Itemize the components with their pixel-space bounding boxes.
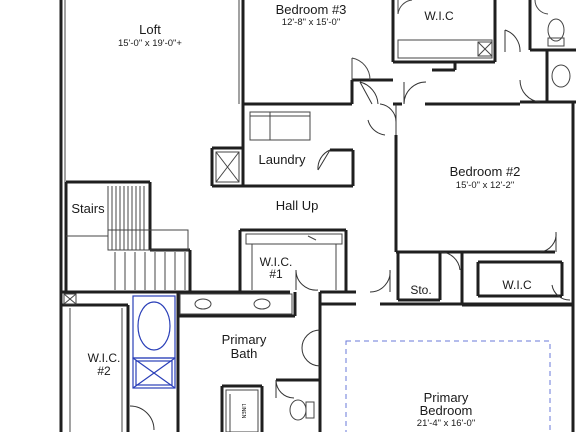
doors <box>129 29 571 431</box>
tray-ceiling-outline <box>345 340 551 432</box>
sto-name: Sto. <box>410 283 431 297</box>
tub-and-shower <box>132 295 176 389</box>
room-labels: Loft 15'-0" x 19'-0"+ Bedroom #3 12'-8" … <box>71 2 532 429</box>
loft-name: Loft <box>139 22 161 37</box>
details <box>63 0 571 432</box>
bedroom3-dims: 12'-8" x 15'-0" <box>282 17 340 28</box>
bedroom3-name: Bedroom #3 <box>276 2 347 17</box>
primary-bath-name: Primary <box>222 332 267 347</box>
wic2-name: W.I.C. <box>88 351 121 365</box>
primary-bedroom-name-2: Bedroom <box>420 403 473 418</box>
wic-right-name: W.I.C <box>502 278 532 292</box>
wic1-num: #1 <box>269 267 283 281</box>
laundry-name: Laundry <box>259 152 306 167</box>
bedroom2-dims: 15'-0" x 12'-2" <box>456 180 514 191</box>
primary-bedroom-name: Primary <box>424 390 469 405</box>
loft-dims: 15'-0" x 19'-0"+ <box>118 38 182 49</box>
bedroom2-name: Bedroom #2 <box>450 164 521 179</box>
walls <box>59 0 576 432</box>
wic1-name: W.I.C. <box>260 255 293 269</box>
hall-name: Hall Up <box>276 198 319 213</box>
wic2-num: #2 <box>97 364 111 378</box>
primary-bedroom-dims: 21'-4" x 16'-0" <box>417 418 475 429</box>
linen-label: LINEN <box>240 404 246 419</box>
primary-bath-name-2: Bath <box>231 346 258 361</box>
wic-top-name: W.I.C <box>424 9 454 23</box>
stairs-name: Stairs <box>71 201 105 216</box>
